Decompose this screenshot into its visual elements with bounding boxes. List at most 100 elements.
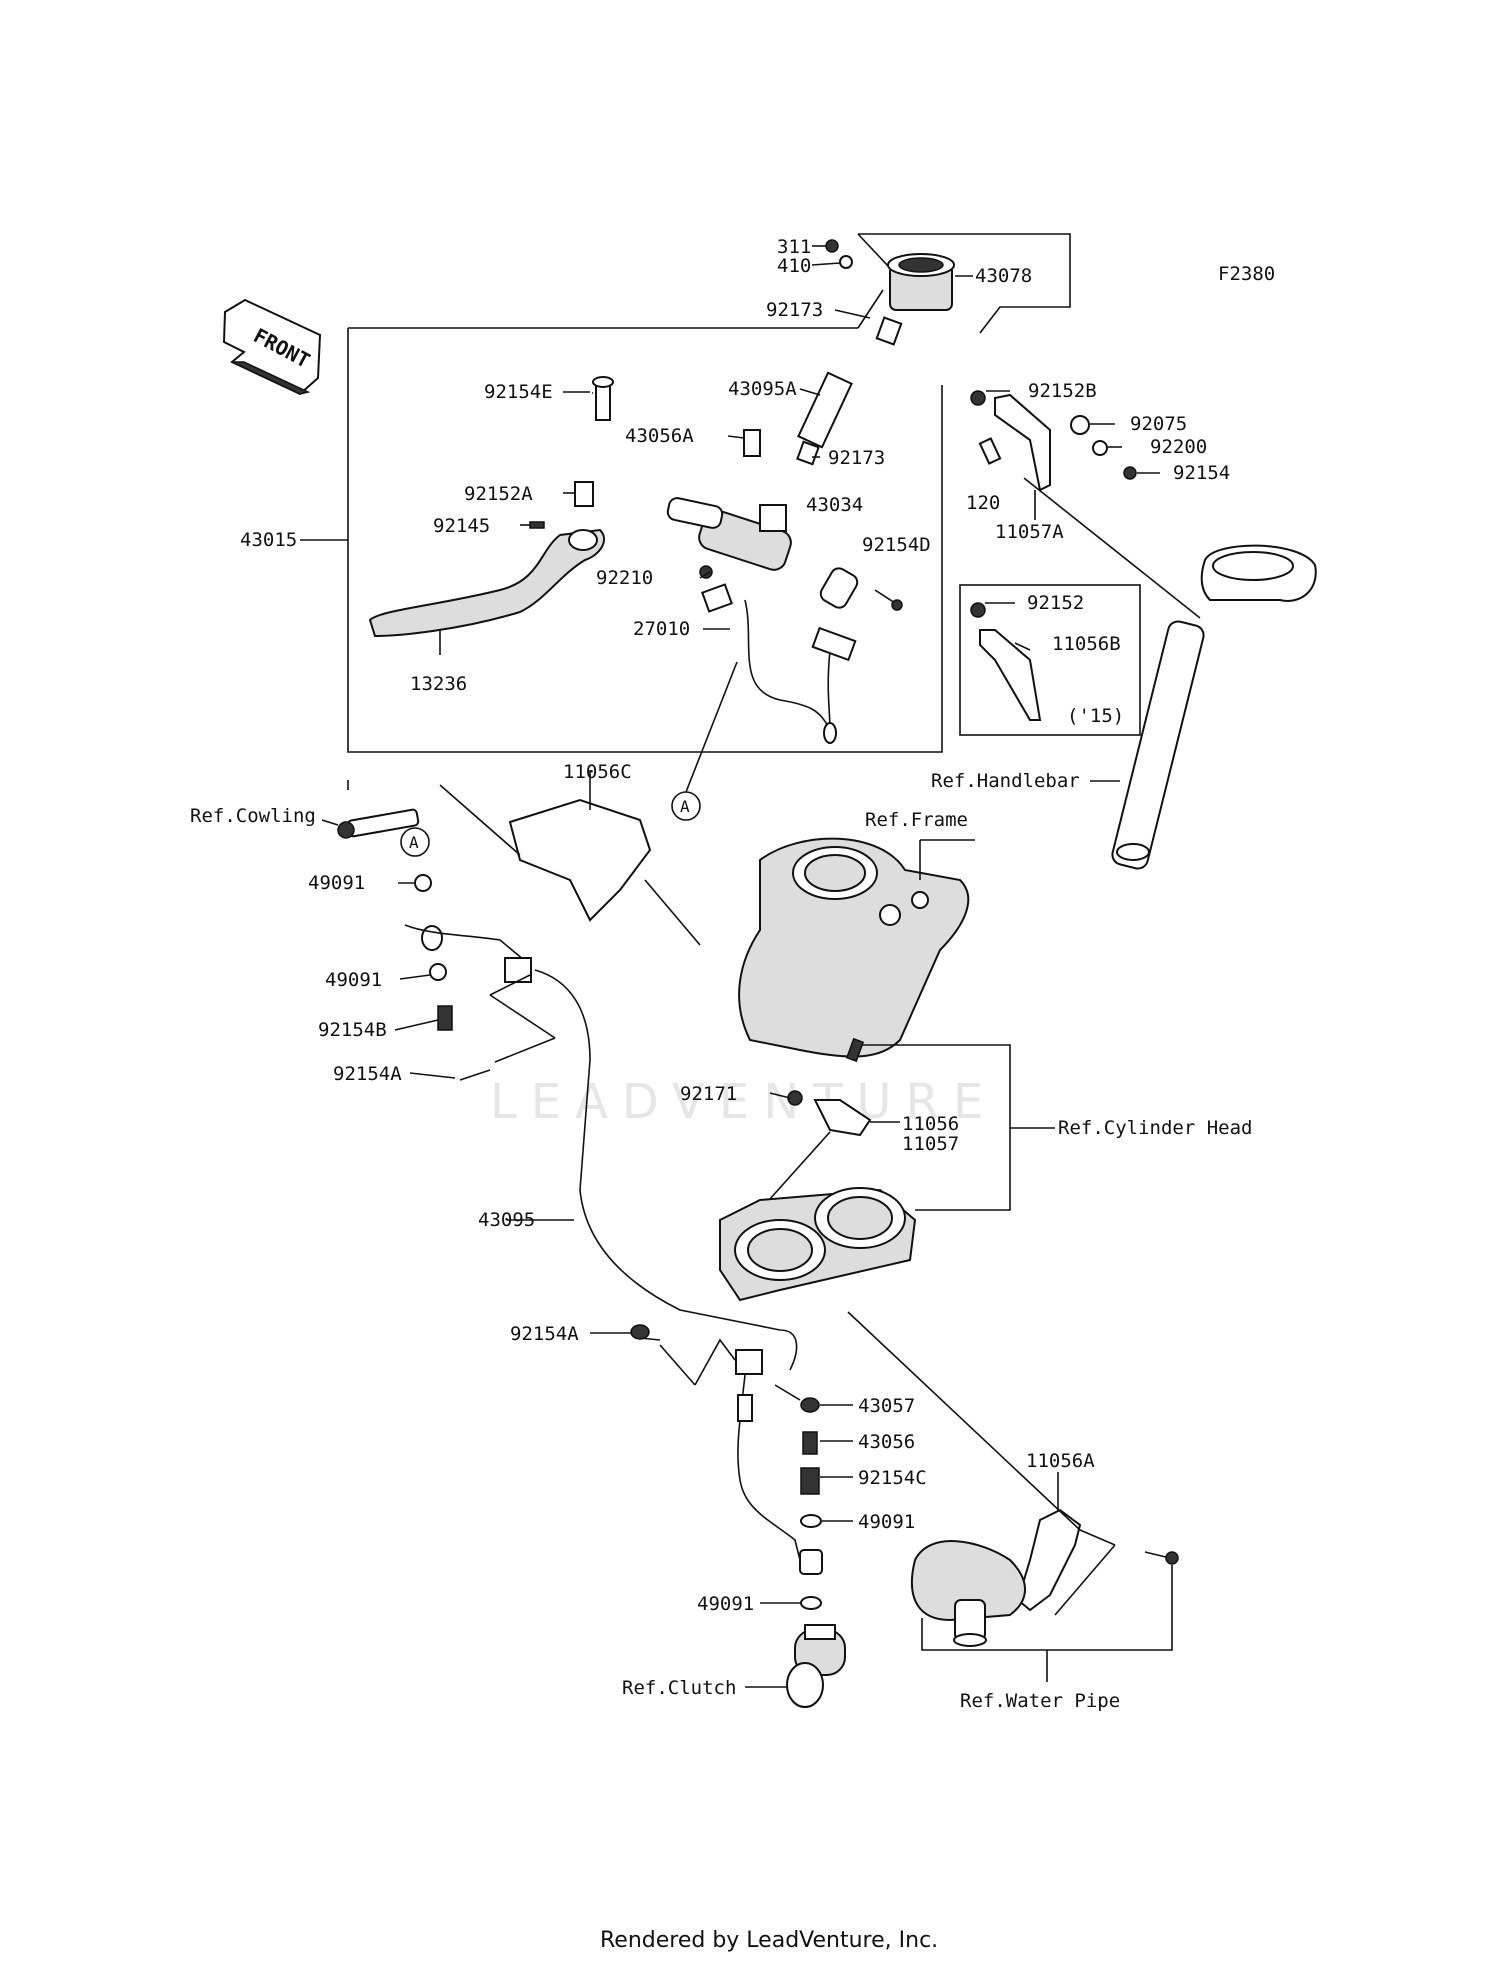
- clutch-switch-part: [701, 583, 857, 744]
- label-92171: 92171: [680, 1083, 737, 1105]
- clutch-lever-part: [368, 528, 605, 638]
- label-92154B: 92154B: [318, 1019, 387, 1041]
- label-ref-handlebar: Ref.Handlebar: [931, 770, 1080, 792]
- nut-311: [825, 239, 839, 253]
- bolt-92154A: [459, 1069, 491, 1081]
- washer-49091-c: [800, 1514, 822, 1528]
- label-92173-top: 92173: [766, 299, 823, 321]
- label-43015: 43015: [240, 529, 297, 551]
- label-410: 410: [777, 255, 811, 277]
- label-ref-frame: Ref.Frame: [865, 809, 968, 831]
- bracket-11057A: [994, 393, 1051, 492]
- cylinder-head-part: [719, 1187, 917, 1302]
- washer-49091-a: [414, 874, 432, 892]
- label-92154E: 92154E: [484, 381, 553, 403]
- label-92145: 92145: [433, 515, 490, 537]
- label-49091-c: 49091: [858, 1511, 915, 1533]
- label-11056A: 11056A: [1026, 1450, 1095, 1472]
- label-ref-cylinder-head: Ref.Cylinder Head: [1058, 1117, 1252, 1139]
- bracket-11056C: [508, 798, 652, 922]
- label-43056: 43056: [858, 1431, 915, 1453]
- label-ref-clutch: Ref.Clutch: [622, 1677, 736, 1699]
- cap-43057: [800, 1397, 820, 1413]
- label-92154A: 92154A: [333, 1063, 402, 1085]
- label-92154D: 92154D: [862, 534, 931, 556]
- handlebar-part: [1111, 544, 1317, 870]
- label-92154C: 92154C: [858, 1467, 927, 1489]
- front-arrow-icon: FRONT: [222, 298, 322, 396]
- label-92200: 92200: [1150, 436, 1207, 458]
- bleeder-43056A: [743, 429, 761, 457]
- bolt-92154D: [874, 589, 896, 604]
- label-311: 311: [777, 236, 811, 258]
- label-92154: 92154: [1173, 462, 1230, 484]
- bolt-92154B: [437, 1005, 453, 1031]
- label-43057: 43057: [858, 1395, 915, 1417]
- washer-49091-d: [800, 1596, 822, 1610]
- bolt-92154C: [800, 1467, 820, 1495]
- frame-part: [738, 837, 970, 1058]
- washer-92075: [1070, 415, 1090, 435]
- callout-a-lower: [400, 827, 430, 857]
- label-92173-mid: 92173: [828, 447, 885, 469]
- label-43095: 43095: [478, 1209, 535, 1231]
- collar-92152A: [574, 481, 594, 507]
- label-11056C: 11056C: [563, 761, 632, 783]
- clamp-92173: [875, 316, 903, 346]
- hose-43095A: [797, 371, 853, 449]
- label-43056A: 43056A: [625, 425, 694, 447]
- label-ref-cowling: Ref.Cowling: [190, 805, 316, 827]
- label-11056B: 11056B: [1052, 633, 1121, 655]
- label-92152: 92152: [1027, 592, 1084, 614]
- label-ref-water-pipe: Ref.Water Pipe: [960, 1690, 1120, 1712]
- figure-code: F2380: [1218, 263, 1275, 285]
- label-92075: 92075: [1130, 413, 1187, 435]
- variant-box: [959, 584, 1141, 736]
- label-92152A: 92152A: [464, 483, 533, 505]
- nut-92171: [787, 1090, 803, 1106]
- washer-410: [839, 255, 853, 269]
- nut-92152B: [970, 390, 986, 406]
- label-43034: 43034: [806, 494, 863, 516]
- label-92152B: 92152B: [1028, 380, 1097, 402]
- washer-92200: [1092, 440, 1108, 456]
- water-pipe-part: [910, 1540, 1026, 1647]
- label-43078: 43078: [975, 265, 1032, 287]
- label-43095A: 43095A: [728, 378, 797, 400]
- label-120: 120: [966, 492, 1000, 514]
- hose-clamp-lower: [735, 1349, 763, 1375]
- callout-a-lower-label: A: [409, 833, 419, 852]
- label-11057A: 11057A: [995, 521, 1064, 543]
- bleeder-43056: [802, 1431, 818, 1455]
- label-92210: 92210: [596, 567, 653, 589]
- callout-a-upper-label: A: [680, 797, 690, 816]
- banjo-lower: [799, 1549, 823, 1575]
- label-49091-a: 49091: [308, 872, 365, 894]
- washer-49091-b: [429, 963, 447, 981]
- label-13236: 13236: [410, 673, 467, 695]
- reservoir-part: [887, 253, 955, 311]
- label-11056: 11056: [902, 1113, 959, 1135]
- master-cylinder-part: [666, 497, 859, 609]
- spring-92145: [529, 521, 545, 529]
- bracket-11056A: [1016, 1508, 1082, 1612]
- bolt-92154: [1123, 466, 1137, 480]
- footer-credit: Rendered by LeadVenture, Inc.: [600, 1928, 938, 1953]
- pivot-bolt-head: [592, 376, 614, 388]
- banjo-upper: [421, 925, 443, 951]
- bracket-11056: [813, 1099, 872, 1137]
- watermark: LEADVENTURE: [490, 1074, 997, 1130]
- hose-sleeve: [737, 1394, 753, 1422]
- clutch-slave-part: [786, 1624, 846, 1708]
- bolt-120: [978, 437, 1002, 465]
- hose-clamp-upper: [504, 957, 532, 983]
- bolt-92154A-lower: [630, 1324, 650, 1340]
- label-49091-d: 49091: [697, 1593, 754, 1615]
- label-11057: 11057: [902, 1133, 959, 1155]
- nut-92210: [699, 565, 713, 579]
- label-15: ('15): [1067, 705, 1124, 727]
- label-27010: 27010: [633, 618, 690, 640]
- label-92154A-lower: 92154A: [510, 1323, 579, 1345]
- label-49091-b: 49091: [325, 969, 382, 991]
